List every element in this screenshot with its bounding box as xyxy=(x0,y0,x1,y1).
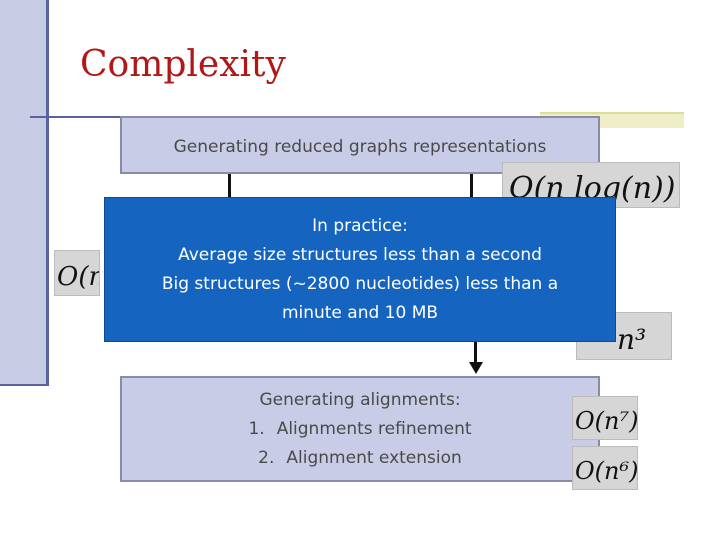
in-practice-overlay: In practice: Average size structures les… xyxy=(104,197,616,342)
formula-n3-text: n³ xyxy=(617,323,646,356)
alignments-content: Generating alignments: 1. Alignments ref… xyxy=(248,386,471,473)
slide-sidebar-decoration xyxy=(0,0,49,386)
overlay-line: minute and 10 MB xyxy=(281,302,439,323)
list-item: 2. Alignment extension xyxy=(248,444,471,473)
overlay-line: In practice: xyxy=(312,215,408,236)
formula-n7-graphic: O(n⁷) xyxy=(575,407,638,435)
formula-n6-graphic: O(n⁶) xyxy=(575,457,638,485)
formula-partial-n-text: O(n xyxy=(57,262,100,292)
connector-left-line xyxy=(228,174,231,198)
reduced-graphs-label: Generating reduced graphs representation… xyxy=(173,137,547,157)
reduced-graphs-box: Generating reduced graphs representation… xyxy=(120,116,600,174)
arrow-down-icon xyxy=(469,362,483,374)
slide-title: Complexity xyxy=(80,44,286,85)
step-number: 2. xyxy=(258,447,275,468)
alignments-heading: Generating alignments: xyxy=(259,389,461,410)
formula-n7-text: O(n⁷) xyxy=(575,407,638,435)
formula-partial-n-graphic: O(n xyxy=(57,262,100,292)
step-label: Alignments refinement xyxy=(276,418,472,439)
connector-right-line xyxy=(470,174,473,198)
formula-n7: O(n⁷) xyxy=(572,396,638,440)
formula-n6: O(n⁶) xyxy=(572,446,638,490)
step-number: 1. xyxy=(248,418,265,439)
formula-n6-text: O(n⁶) xyxy=(575,457,638,485)
alignments-box: Generating alignments: 1. Alignments ref… xyxy=(120,376,600,482)
formula-partial-n: O(n xyxy=(54,250,100,296)
connector-down-line xyxy=(474,342,477,364)
step-label: Alignment extension xyxy=(286,447,462,468)
title-rule-left xyxy=(30,116,122,118)
list-item: 1. Alignments refinement xyxy=(248,415,471,444)
overlay-line: Big structures (~2800 nucleotides) less … xyxy=(161,273,559,294)
overlay-line: Average size structures less than a seco… xyxy=(178,244,542,265)
formula-n3-graphic: n³ xyxy=(617,323,646,356)
